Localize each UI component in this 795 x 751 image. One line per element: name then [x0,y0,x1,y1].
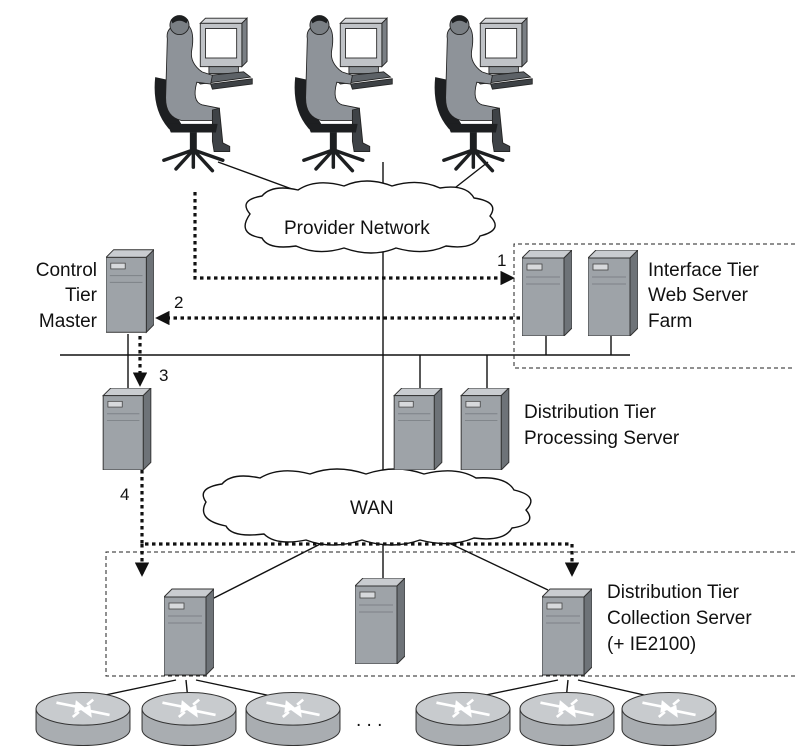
interface-tier-label-line2: Web Server [648,285,749,306]
router-icon [518,691,616,747]
request-flow [132,192,580,577]
provider-network-label: Provider Network [284,218,430,239]
wan-label: WAN [350,498,394,519]
collection-server-label-line1: Distribution Tier [607,582,740,603]
processing-server-label-line1: Distribution Tier [524,402,657,423]
collection-server-icon [355,578,405,664]
processing-server-icon [460,388,510,470]
router-icon [244,691,342,747]
control-tier-label-line2: Tier [65,285,98,306]
network-links [60,161,667,701]
control-tier-label-line1: Control [36,260,97,281]
wan-cloud [202,468,532,546]
web-server-icon [522,250,572,336]
provider-network-cloud [244,180,496,254]
intermediate-server-icon [102,388,152,470]
interface-tier-label-line1: Interface Tier [648,260,760,281]
processing-server-label-line2: Processing Server [524,428,680,449]
step-number-4: 4 [120,485,129,504]
user-workstation-icon [432,13,535,173]
control-tier-master-server-icon [106,249,154,333]
collection-tier-boundary [105,551,795,677]
step-number-1: 1 [497,251,506,270]
collection-server-label-line3: (+ IE2100) [607,634,696,655]
step-number-3: 3 [159,366,168,385]
step-number-2: 2 [174,293,183,312]
collection-server-icon [164,588,214,676]
processing-server-icon [393,388,443,470]
collection-server-icon [542,588,592,676]
user-workstation-icon [152,13,255,173]
control-tier-label-line3: Master [39,311,98,332]
tier-boundaries [105,243,795,677]
collection-server-label-line2: Collection Server [607,608,752,629]
flow-arrow-1 [193,192,515,286]
router-ellipsis: . . . [356,710,382,731]
router-icon [620,691,718,747]
router-icon [34,691,132,747]
router-icon [140,691,238,747]
interface-tier-label-line3: Farm [648,311,692,332]
user-workstation-icon [292,13,395,173]
interface-tier-boundary [513,243,795,369]
router-icon [414,691,512,747]
web-server-icon [588,250,638,336]
